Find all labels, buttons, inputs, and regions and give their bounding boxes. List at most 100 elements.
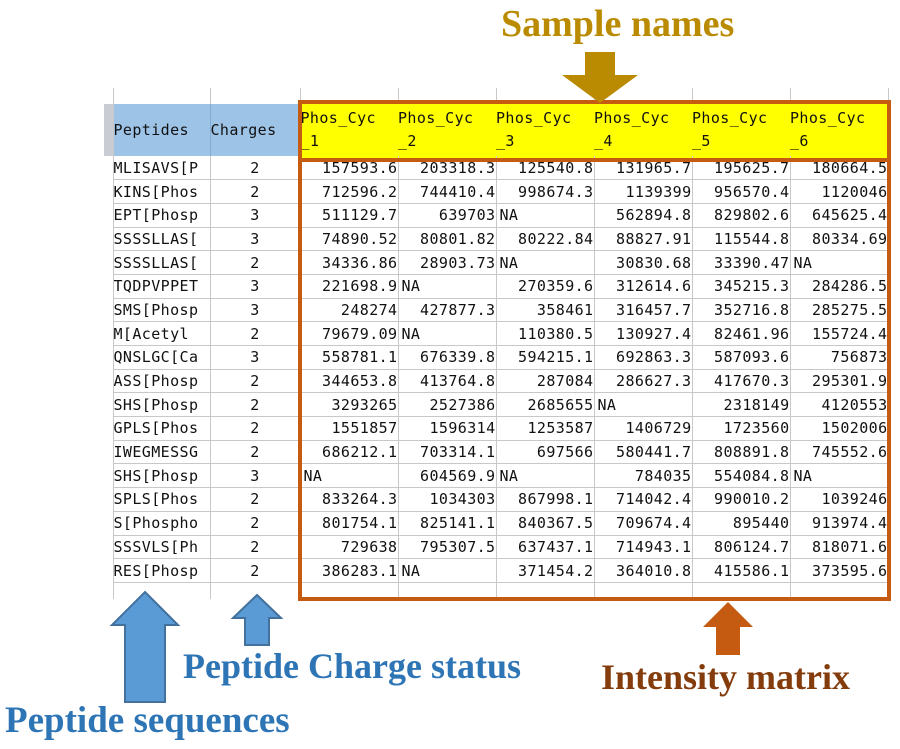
charge-cell[interactable]: 2 [210,558,301,583]
intensity-cell[interactable]: 692863.3 [594,345,693,370]
peptide-cell[interactable]: EPT[Phosp [113,203,211,228]
charge-cell[interactable]: 2 [210,179,301,204]
intensity-cell[interactable]: 427877.3 [398,298,497,323]
intensity-cell[interactable]: 345215.3 [692,274,791,299]
peptide-cell[interactable]: M[Acetyl [113,321,211,346]
intensity-cell[interactable]: 1596314 [398,416,497,441]
intensity-cell[interactable]: 203318.3 [398,156,497,181]
intensity-cell[interactable]: 998674.3 [496,179,595,204]
intensity-cell[interactable]: 28903.73 [398,250,497,275]
intensity-cell[interactable]: 676339.8 [398,345,497,370]
intensity-cell[interactable]: 295301.9 [790,369,889,394]
intensity-cell[interactable]: 373595.6 [790,558,889,583]
intensity-cell[interactable]: 709674.4 [594,511,693,536]
peptide-cell[interactable]: QNSLGC[Ca [113,345,211,370]
intensity-cell[interactable]: 1502006 [790,416,889,441]
intensity-cell[interactable]: 80801.82 [398,227,497,252]
charge-cell[interactable]: 2 [210,535,301,560]
intensity-cell[interactable]: 2527386 [398,392,497,418]
peptide-cell[interactable]: IWEGMESSG [113,440,211,465]
intensity-cell[interactable]: 286627.3 [594,369,693,394]
intensity-cell[interactable]: 80334.69 [790,227,889,252]
intensity-cell[interactable]: 840367.5 [496,511,595,536]
charge-cell[interactable]: 3 [210,227,301,252]
intensity-cell[interactable]: 604569.9 [398,463,497,489]
intensity-cell[interactable]: 30830.68 [594,250,693,275]
peptide-cell[interactable]: RES[Phosp [113,558,211,583]
intensity-cell[interactable]: 1406729 [594,416,693,441]
intensity-cell[interactable]: 801754.1 [300,511,399,536]
intensity-cell[interactable]: 712596.2 [300,179,399,204]
intensity-cell[interactable]: NA [300,463,399,489]
intensity-cell[interactable]: NA [790,463,889,489]
peptide-cell[interactable]: SSSSLLAS[ [113,227,211,252]
peptide-cell[interactable]: SHS[Phosp [113,463,211,489]
intensity-cell[interactable]: 358461 [496,298,595,323]
intensity-cell[interactable]: 364010.8 [594,558,693,583]
intensity-cell[interactable]: 287084 [496,369,595,394]
intensity-cell[interactable]: 639703 [398,203,497,228]
intensity-cell[interactable]: 729638 [300,535,399,560]
intensity-cell[interactable]: 784035 [594,463,693,489]
intensity-cell[interactable]: 115544.8 [692,227,791,252]
intensity-cell[interactable]: 413764.8 [398,369,497,394]
peptide-cell[interactable]: SSSVLS[Ph [113,535,211,560]
intensity-cell[interactable]: 594215.1 [496,345,595,370]
intensity-cell[interactable]: 352716.8 [692,298,791,323]
intensity-cell[interactable]: NA [398,321,497,346]
intensity-cell[interactable]: 415586.1 [692,558,791,583]
intensity-cell[interactable]: 371454.2 [496,558,595,583]
intensity-cell[interactable]: 3293265 [300,392,399,418]
intensity-cell[interactable]: 714042.4 [594,487,693,512]
intensity-cell[interactable]: 795307.5 [398,535,497,560]
intensity-cell[interactable]: 180664.5 [790,156,889,181]
charge-cell[interactable]: 2 [210,416,301,441]
intensity-cell[interactable]: 312614.6 [594,274,693,299]
peptide-cell[interactable]: SMS[Phosp [113,298,211,323]
intensity-cell[interactable]: 829802.6 [692,203,791,228]
peptide-cell[interactable]: MLISAVS[P [113,156,211,181]
intensity-cell[interactable]: 79679.09 [300,321,399,346]
intensity-cell[interactable]: 386283.1 [300,558,399,583]
peptide-cell[interactable]: TQDPVPPET [113,274,211,299]
column-header-sample[interactable]: Phos_Cyc_1 [300,109,376,150]
intensity-cell[interactable]: 284286.5 [790,274,889,299]
charge-cell[interactable]: 2 [210,440,301,465]
intensity-cell[interactable]: NA [496,203,595,228]
intensity-cell[interactable]: 1723560 [692,416,791,441]
intensity-cell[interactable]: 637437.1 [496,535,595,560]
charge-cell[interactable]: 2 [210,392,301,418]
intensity-cell[interactable]: 285275.5 [790,298,889,323]
charge-cell[interactable]: 2 [210,321,301,346]
intensity-cell[interactable]: NA [398,558,497,583]
intensity-cell[interactable]: 686212.1 [300,440,399,465]
peptide-cell[interactable]: SPLS[Phos [113,487,211,512]
charge-cell[interactable]: 2 [210,250,301,275]
intensity-cell[interactable]: 82461.96 [692,321,791,346]
intensity-cell[interactable]: 818071.6 [790,535,889,560]
intensity-cell[interactable]: 913974.4 [790,511,889,536]
intensity-cell[interactable]: 157593.6 [300,156,399,181]
intensity-cell[interactable]: 110380.5 [496,321,595,346]
intensity-cell[interactable]: NA [496,250,595,275]
charge-cell[interactable]: 3 [210,345,301,370]
intensity-cell[interactable]: 825141.1 [398,511,497,536]
intensity-cell[interactable]: 806124.7 [692,535,791,560]
peptide-cell[interactable]: S[Phospho [113,511,211,536]
charge-cell[interactable]: 3 [210,274,301,299]
intensity-cell[interactable]: 756873 [790,345,889,370]
charge-cell[interactable]: 3 [210,298,301,323]
intensity-cell[interactable]: 1120046 [790,179,889,204]
intensity-cell[interactable]: NA [790,250,889,275]
intensity-cell[interactable]: 1139399 [594,179,693,204]
intensity-cell[interactable]: 554084.8 [692,463,791,489]
column-header-peptides[interactable]: Peptides [113,104,211,156]
charge-cell[interactable]: 2 [210,156,301,181]
peptide-cell[interactable]: SHS[Phosp [113,392,211,418]
intensity-cell[interactable]: 34336.86 [300,250,399,275]
intensity-cell[interactable]: 714943.1 [594,535,693,560]
intensity-cell[interactable]: 1039246 [790,487,889,512]
intensity-cell[interactable]: 745552.6 [790,440,889,465]
column-header-sample[interactable]: Phos_Cyc_2 [398,109,474,150]
intensity-cell[interactable]: NA [496,463,595,489]
